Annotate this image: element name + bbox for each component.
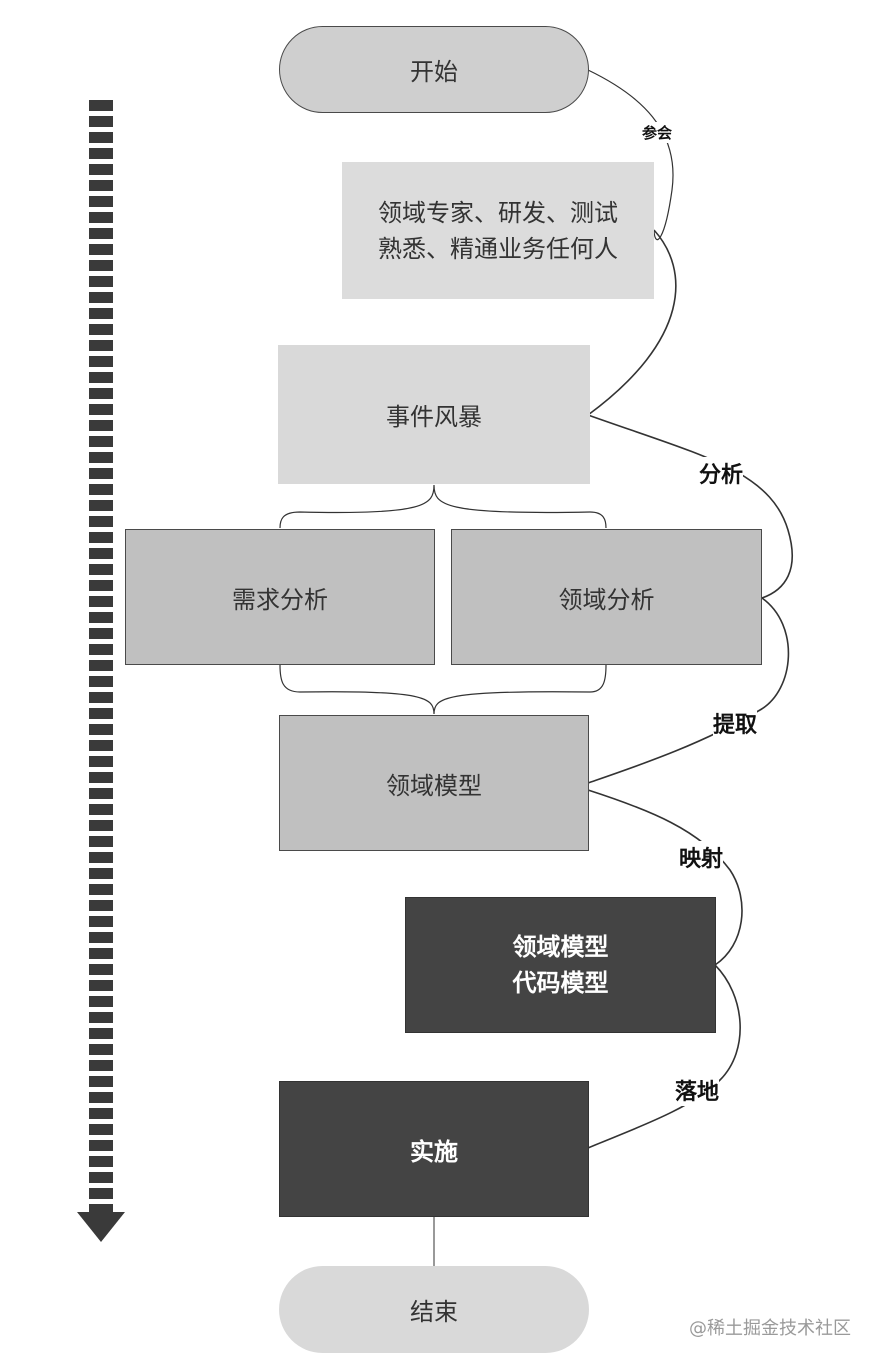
domain-model-node: 领域模型 bbox=[279, 715, 589, 851]
edge-event-to-domain-analysis bbox=[587, 414, 793, 599]
edge-start-to-participants bbox=[587, 69, 674, 241]
brace-merge-bottom bbox=[279, 664, 607, 715]
domain-model-label: 领域模型 bbox=[386, 771, 482, 800]
edge-label-extract: 提取 bbox=[713, 707, 758, 739]
domain-analysis-node: 领域分析 bbox=[451, 529, 762, 665]
start-node: 开始 bbox=[279, 26, 589, 113]
edge-participants-to-event bbox=[587, 229, 677, 416]
implementation-label: 实施 bbox=[410, 1137, 458, 1166]
edge-code-to-implementation bbox=[587, 964, 741, 1149]
edge-label-land: 落地 bbox=[675, 1074, 720, 1106]
watermark: @稀土掘金技术社区 bbox=[689, 1318, 851, 1339]
code-model-line-1: 领域模型 bbox=[512, 933, 609, 961]
edge-label-analyze: 分析 bbox=[699, 457, 744, 489]
participants-line-1: 领域专家、研发、测试 bbox=[378, 198, 618, 227]
brace-split-top bbox=[279, 484, 607, 529]
domain-analysis-label: 领域分析 bbox=[558, 585, 655, 614]
timeline-arrowhead bbox=[77, 1212, 125, 1242]
end-node: 结束 bbox=[279, 1266, 589, 1353]
edge-analysis-to-model bbox=[587, 597, 790, 784]
event-storming-node: 事件风暴 bbox=[278, 345, 590, 484]
code-model-node: 领域模型 代码模型 bbox=[405, 897, 716, 1033]
end-label: 结束 bbox=[410, 1298, 458, 1326]
event-storming-label: 事件风暴 bbox=[386, 403, 482, 431]
participants-line-2: 熟悉、精通业务任何人 bbox=[378, 234, 618, 263]
edge-label-attend: 参会 bbox=[642, 122, 673, 143]
participants-node: 领域专家、研发、测试 熟悉、精通业务任何人 bbox=[342, 162, 654, 299]
edge-model-to-code bbox=[587, 789, 743, 966]
requirement-analysis-node: 需求分析 bbox=[125, 529, 435, 665]
edge-label-map: 映射 bbox=[679, 841, 724, 873]
requirement-analysis-label: 需求分析 bbox=[232, 585, 328, 614]
code-model-line-2: 代码模型 bbox=[512, 969, 609, 997]
start-label: 开始 bbox=[410, 58, 458, 86]
implementation-node: 实施 bbox=[279, 1081, 589, 1217]
